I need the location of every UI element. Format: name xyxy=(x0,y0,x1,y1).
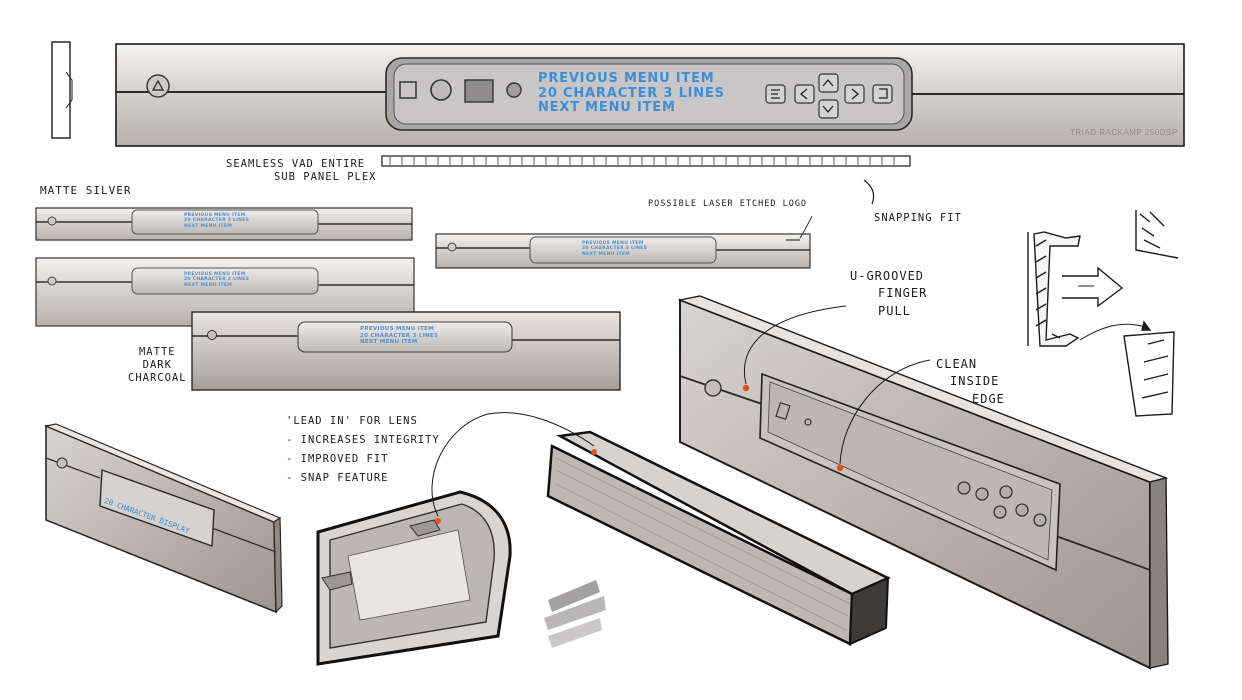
display-line: 20 CHARACTER 3 LINES xyxy=(184,277,250,283)
note-matte-silver: MATTE SILVER xyxy=(40,184,132,197)
main-display-readout: PREVIOUS MENU ITEM 20 CHARACTER 3 LINES … xyxy=(538,71,725,116)
u-channel-lens xyxy=(316,490,512,666)
menu-button-cluster xyxy=(765,73,893,119)
display-line: PREVIOUS MENU ITEM xyxy=(184,272,246,277)
small-display-readout: PREVIOUS MENU ITEM 20 CHARACTER 3 LINES … xyxy=(582,241,647,257)
perspective-panel-large xyxy=(677,295,1169,670)
note-snapping-fit: SNAPPING FIT xyxy=(874,212,962,224)
display-line: 20 CHARACTER 3 LINES xyxy=(582,246,648,252)
note-finger-pull: U-GROOVED FINGER PULL xyxy=(850,269,928,318)
small-panel-logo xyxy=(435,215,813,269)
snap-fit-section-detail xyxy=(1027,210,1179,417)
small-display-readout: PREVIOUS MENU ITEM 20 CHARACTER 3 LINES … xyxy=(360,326,438,346)
sub-panel-strip xyxy=(381,155,911,205)
display-line: PREVIOUS MENU ITEM xyxy=(360,326,434,332)
display-line: 20 CHARACTER 3 LINES xyxy=(360,332,439,339)
bar-lens-perspective xyxy=(546,430,891,646)
display-line: 20 CHARACTER 3 LINES xyxy=(184,218,250,224)
note-subpanel: SEAMLESS VAD ENTIRE SUB PANEL PLEX xyxy=(226,158,377,184)
display-line: NEXT MENU ITEM xyxy=(184,223,232,229)
note-clean-edge: CLEAN INSIDE EDGE xyxy=(936,357,1005,406)
model-label: TRIAD RACKAMP 250DSP xyxy=(1070,128,1178,137)
display-line: PREVIOUS MENU ITEM xyxy=(184,213,246,218)
main-front-panel xyxy=(115,43,1185,147)
note-lead-in: 'LEAD IN' FOR LENS - INCREASES INTEGRITY… xyxy=(286,415,440,484)
small-display-readout: PREVIOUS MENU ITEM 20 CHARACTER 3 LINES … xyxy=(184,272,249,288)
display-line: NEXT MENU ITEM xyxy=(582,251,630,257)
display-line: PREVIOUS MENU ITEM xyxy=(538,71,715,86)
side-profile-sketch xyxy=(51,41,73,139)
marker-swatches xyxy=(544,580,606,648)
display-line: 20 CHARACTER 3 LINES xyxy=(538,85,725,101)
small-panel-charcoal xyxy=(191,311,621,391)
note-matte-dark-charcoal: MATTE DARK CHARCOAL xyxy=(128,346,187,385)
display-line: NEXT MENU ITEM xyxy=(538,100,676,116)
small-panel-silver-1 xyxy=(35,207,413,241)
display-line: PREVIOUS MENU ITEM xyxy=(582,241,644,246)
perspective-panel-left xyxy=(43,423,283,614)
display-line: NEXT MENU ITEM xyxy=(184,282,232,288)
note-laser-logo: POSSIBLE LASER ETCHED LOGO xyxy=(648,199,808,209)
leader-lines xyxy=(431,305,931,517)
small-display-readout: PREVIOUS MENU ITEM 20 CHARACTER 3 LINES … xyxy=(184,213,249,229)
display-line: NEXT MENU ITEM xyxy=(360,339,418,346)
